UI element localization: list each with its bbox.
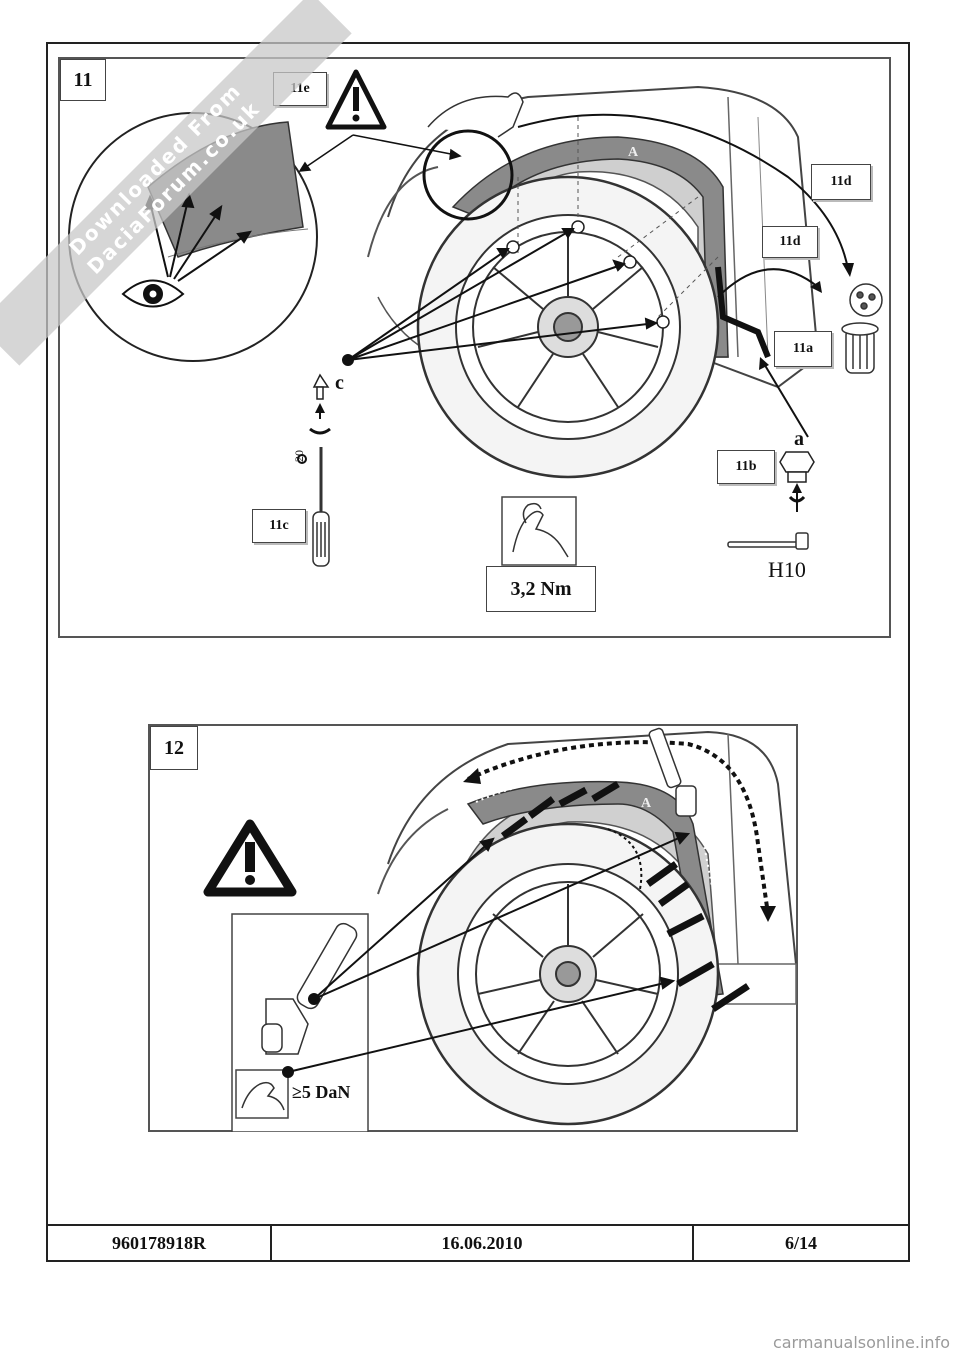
force-value: ≥5 DaN — [292, 1082, 351, 1102]
label-11d-mid: 11d — [762, 226, 818, 258]
step-11-number: 11 — [60, 59, 106, 101]
label-11c: 11c — [252, 509, 306, 543]
label-11d-top: 11d — [811, 164, 871, 200]
eye-icon — [121, 279, 185, 308]
torque-arm-icon — [512, 502, 569, 558]
doc-date: 16.06.2010 — [272, 1226, 694, 1260]
step-12-number: 12 — [150, 726, 198, 770]
part-letter-a-12: A — [641, 796, 652, 811]
fastener-a-label: a — [794, 428, 804, 450]
torx-size: 20 — [292, 450, 306, 462]
doc-reference: 960178918R — [48, 1226, 272, 1260]
label-11b: 11b — [717, 450, 775, 484]
socket-size: H10 — [768, 557, 806, 582]
page-number: 6/14 — [784, 1232, 817, 1253]
warning-icon — [325, 69, 387, 130]
part-letter-a: A — [628, 145, 639, 160]
footer-table: 960178918R 16.06.2010 6/14 — [46, 1224, 910, 1262]
force-arm-icon — [241, 1081, 285, 1111]
warning-icon — [203, 819, 297, 897]
step-12-illustration — [203, 727, 797, 1132]
label-11a: 11a — [774, 331, 832, 367]
fastener-c-label: c — [335, 372, 344, 394]
site-watermark: carmanualsonline.info — [772, 1333, 950, 1352]
torque-value: 3,2 Nm — [486, 566, 596, 612]
